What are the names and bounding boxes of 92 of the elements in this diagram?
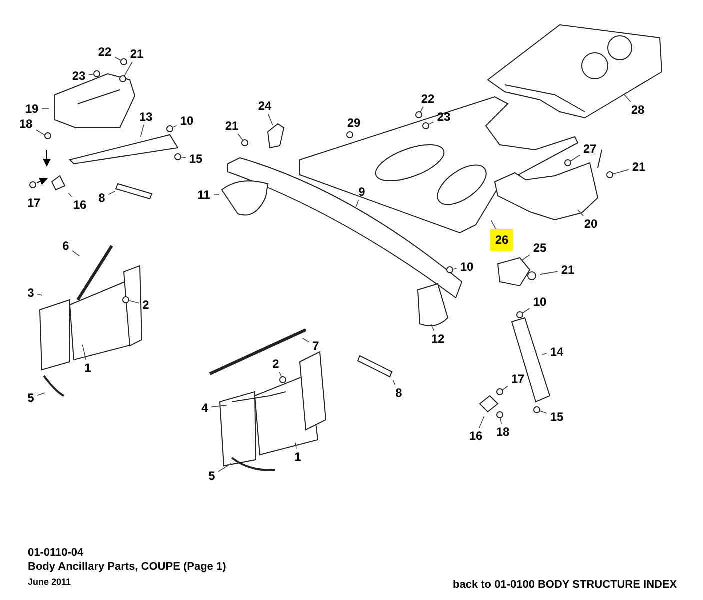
callout-number: 28: [631, 104, 645, 116]
callout-number: 17: [27, 197, 41, 209]
leader-line: [72, 250, 80, 257]
leader-line: [502, 386, 508, 391]
index-link: back to 01-0100 BODY STRUCTURE INDEX: [453, 580, 678, 591]
callout-number: 3: [28, 287, 34, 299]
date-text: June 2011: [28, 578, 72, 587]
callout-number: 21: [130, 48, 144, 60]
bracket-part-drawing: [479, 395, 500, 414]
callout-number: 20: [584, 218, 598, 230]
document-code: 01-0110-04: [28, 548, 84, 559]
callout-number: 15: [189, 153, 203, 165]
callout-number: 13: [139, 111, 153, 123]
leader-line: [279, 372, 282, 378]
leader-line: [37, 294, 43, 296]
leader-line: [542, 353, 548, 355]
leader-line: [36, 130, 46, 136]
leader-line: [452, 268, 458, 270]
callout-number: 23: [72, 70, 86, 82]
leader-line: [172, 125, 178, 128]
leader-line: [522, 308, 530, 314]
leader-line: [211, 404, 228, 408]
leader-line: [180, 156, 186, 158]
leader-line: [302, 338, 310, 343]
leader-line: [114, 56, 122, 61]
leader-line: [420, 106, 424, 113]
callout-number: 8: [396, 387, 402, 399]
leader-line: [500, 418, 502, 424]
callout-number: 16: [469, 430, 483, 442]
callout-number: 22: [98, 46, 112, 58]
leader-line: [522, 254, 530, 261]
leader-line: [37, 392, 46, 396]
leader-line: [428, 122, 434, 126]
leader-line: [612, 169, 630, 175]
callout-number: 9: [358, 186, 366, 198]
callout-number: 5: [28, 392, 34, 404]
callout-number: 2: [272, 358, 280, 370]
callout-number: 23: [437, 111, 451, 123]
callout-number: 16: [73, 199, 87, 211]
leader-line: [295, 442, 297, 450]
leader-line: [140, 124, 144, 138]
leader-line: [124, 62, 133, 77]
leader-line: [430, 324, 435, 332]
leader-line: [539, 410, 548, 414]
callout-number: 18: [496, 426, 510, 438]
bolt-head-circle: [527, 271, 537, 281]
leader-line: [42, 108, 50, 110]
highlighted-callout-number: 26: [490, 229, 514, 251]
callout-number: 22: [421, 93, 435, 105]
leader-line: [68, 193, 73, 198]
callout-number: 10: [180, 115, 194, 127]
callout-number: 29: [347, 117, 361, 129]
leader-line: [624, 94, 632, 102]
callout-number: 24: [258, 100, 272, 112]
leader-line: [88, 74, 95, 76]
callout-number: 18: [19, 118, 33, 130]
leader-line: [356, 200, 360, 208]
leader-line: [108, 190, 116, 196]
callout-number: 21: [561, 264, 575, 276]
leader-line: [214, 194, 220, 196]
callout-number: 27: [583, 143, 597, 155]
callout-number: 14: [550, 346, 564, 358]
callout-number: 21: [632, 161, 646, 173]
leader-line: [578, 210, 584, 216]
leader-line: [268, 114, 274, 126]
callout-number: 10: [533, 296, 547, 308]
callout-number: 11: [198, 189, 210, 201]
callout-number: 2: [142, 299, 150, 311]
callout-number: 4: [202, 402, 208, 414]
leader-line: [540, 271, 558, 276]
leader-line: [128, 300, 140, 304]
callout-number: 12: [431, 333, 445, 345]
callout-number: 7: [312, 340, 320, 352]
bracket-part-drawing: [51, 175, 67, 192]
callout-number: 19: [25, 103, 39, 115]
leader-line: [479, 416, 485, 428]
callout-number: 15: [550, 411, 564, 423]
leader-line: [218, 463, 232, 472]
leader-line: [238, 134, 244, 142]
leader-line: [570, 155, 580, 162]
callout-number: 25: [533, 242, 547, 254]
callout-number: 1: [84, 362, 92, 374]
callout-number: 10: [460, 261, 474, 273]
callout-number: 21: [225, 120, 239, 132]
callout-number: 17: [511, 373, 525, 385]
leader-line: [392, 380, 396, 386]
callout-number: 1: [294, 451, 302, 463]
callout-number: 5: [208, 470, 216, 482]
callout-number: 6: [62, 240, 70, 252]
document-title: Body Ancillary Parts, COUPE (Page 1): [28, 562, 226, 573]
callout-number: 8: [98, 192, 106, 204]
leader-line: [82, 344, 87, 360]
